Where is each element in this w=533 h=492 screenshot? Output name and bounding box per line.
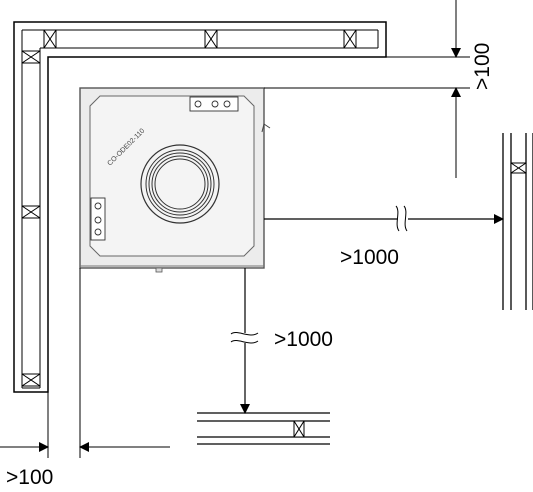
stud-left-1 [21,50,41,64]
left-clearance-label: >100 [6,466,53,489]
top-clearance-dimension [264,0,470,178]
stud-top-2 [204,29,218,49]
stud-left-3 [21,373,41,387]
right-wall-segment [502,133,533,310]
fan-grille [140,144,220,224]
top-clearance-label: >100 [471,43,494,90]
bottom-wall-segment [197,412,330,445]
stud-left-2 [21,205,41,219]
unit-panel [89,95,255,257]
stud-top-1 [43,29,57,49]
right-clearance-dimension [264,205,504,232]
pipe-connection-left [90,197,106,241]
drain-hook [261,123,271,133]
front-clearance-label: >1000 [274,328,333,351]
indoor-unit: CO-ODE02-110 [79,87,271,273]
front-clearance-dimension [230,268,259,414]
right-clearance-label: >1000 [340,246,399,269]
wall-studs [21,29,357,387]
pipe-connection-top [189,96,239,112]
stud-top-3 [343,29,357,49]
left-clearance-dimension [0,268,170,458]
